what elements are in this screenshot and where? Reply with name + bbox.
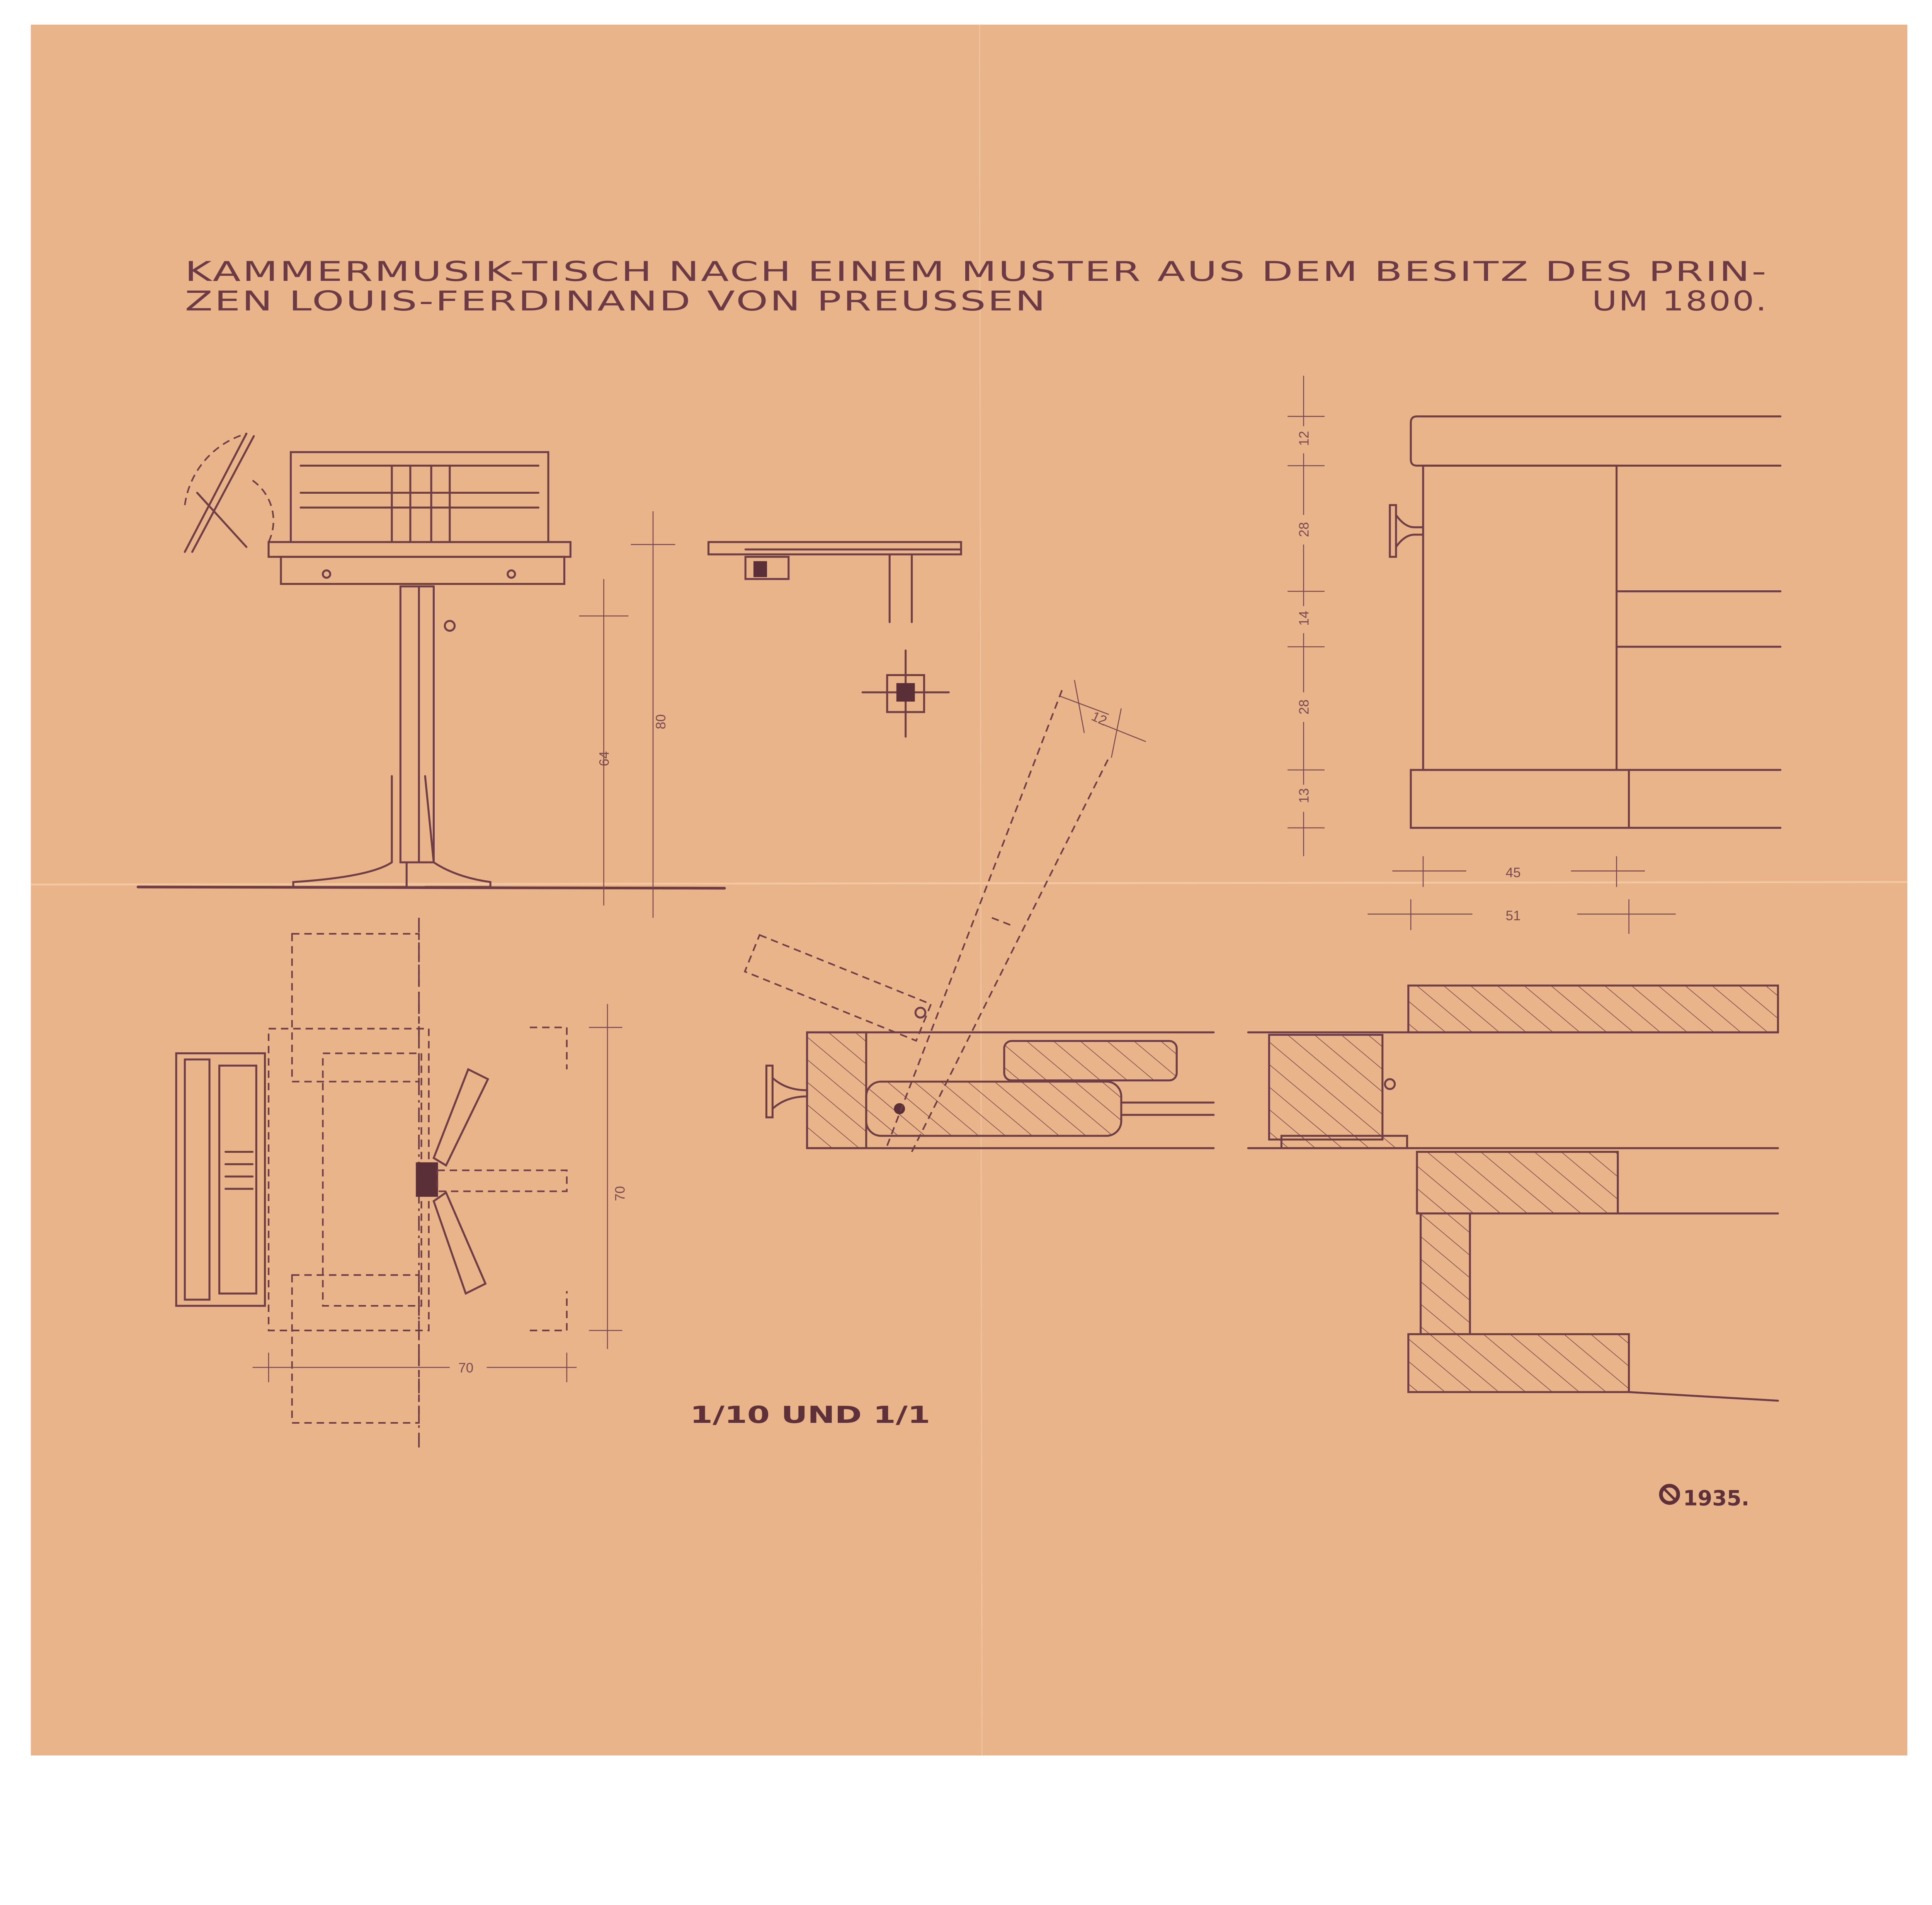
paper: [31, 24, 1908, 1755]
fold-line-horizontal: [31, 881, 1908, 885]
title-line-1: KAMMERMUSIK-TISCH NACH EINEM MUSTER AUS …: [185, 256, 1768, 287]
dim-13: 13: [1296, 788, 1311, 803]
signature: 1935.: [1659, 1484, 1749, 1511]
monogram-logo: [1659, 1484, 1680, 1505]
dim-28-lower: 28: [1296, 699, 1311, 714]
side-elevation: 64 80: [136, 432, 726, 918]
scale-note: 1/10 UND 1/1: [690, 1402, 930, 1429]
dim-51: 51: [1506, 908, 1521, 923]
dim-28-upper: 28: [1296, 522, 1311, 537]
plan-view: 70 70: [175, 918, 628, 1451]
mechanism-section: 12: [743, 680, 1215, 1152]
fold-line-vertical: [979, 24, 983, 1755]
hinge-detail: [707, 541, 962, 738]
dim-12: 12: [1296, 431, 1311, 446]
dim-45: 45: [1506, 865, 1521, 880]
drawing-sheet: KAMMERMUSIK-TISCH NACH EINEM MUSTER AUS …: [31, 24, 1908, 1755]
title-line-2-right: UM 1800.: [1592, 285, 1768, 317]
dim-64: 64: [597, 751, 612, 766]
full-scale-section: [1247, 984, 1779, 1402]
dim-70-vertical: 70: [613, 1186, 628, 1201]
dim-14: 14: [1296, 611, 1311, 626]
title-line-2-left: ZEN LOUIS-FERDINAND VON PREUSSEN: [185, 285, 1047, 317]
dim-80: 80: [653, 714, 668, 729]
signature-year: 1935.: [1683, 1486, 1749, 1511]
dim-70-horizontal: 70: [458, 1360, 473, 1375]
full-scale-elevation: 12 28 14 28 13 45 51: [1287, 376, 1782, 934]
